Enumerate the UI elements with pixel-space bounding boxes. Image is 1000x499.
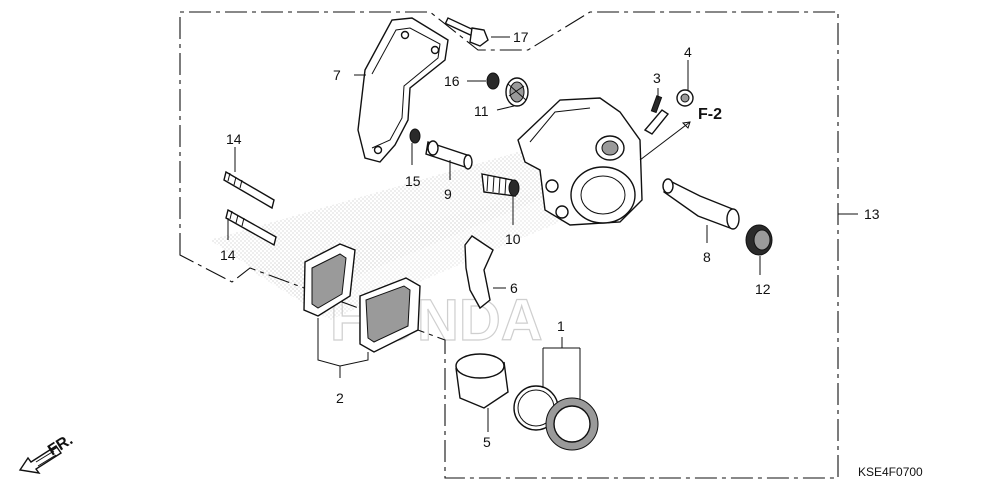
callout-10: 10 (505, 231, 521, 247)
callout-3: 3 (653, 70, 661, 86)
callout-4: 4 (684, 44, 692, 60)
diagram-code: KSE4F0700 (858, 465, 923, 479)
piston (455, 353, 509, 409)
callout-13: 13 (864, 206, 880, 222)
callout-15: 15 (405, 173, 421, 189)
pad-pin-lower (225, 208, 277, 247)
callout-6: 6 (510, 280, 518, 296)
pin-washer (409, 128, 421, 144)
caliper-pin (662, 178, 740, 230)
pin-boot-upper (505, 77, 529, 107)
bleeder-cap (676, 89, 694, 107)
piston-seal-inner (553, 405, 591, 443)
callout-16: 16 (444, 73, 460, 89)
pin-cap (745, 224, 773, 256)
leader-lines (227, 36, 858, 432)
caliper-bracket (357, 17, 449, 163)
callout-2: 2 (336, 390, 344, 406)
callout-17: 17 (513, 29, 529, 45)
callout-14-upper: 14 (226, 131, 242, 147)
callout-9: 9 (444, 186, 452, 202)
caliper-body (517, 97, 643, 226)
washer (486, 72, 500, 90)
bracket-bolt (444, 17, 489, 47)
callout-8: 8 (703, 249, 711, 265)
pad-spring (464, 235, 494, 310)
pin-boot-lower (481, 173, 520, 197)
callout-1: 1 (557, 318, 565, 334)
pad-pin-upper (223, 170, 275, 210)
callout-11: 11 (474, 103, 489, 119)
bleeder-screw (643, 95, 670, 135)
brake-pads (303, 243, 421, 353)
callout-5: 5 (483, 434, 491, 450)
front-direction: FR. (18, 431, 76, 474)
callout-7: 7 (333, 67, 341, 83)
callout-14-lower: 14 (220, 247, 236, 263)
reference-label: F-2 (698, 106, 722, 123)
slide-pin (425, 140, 473, 170)
callout-12: 12 (755, 281, 771, 297)
assembly-boundary (179, 11, 839, 479)
